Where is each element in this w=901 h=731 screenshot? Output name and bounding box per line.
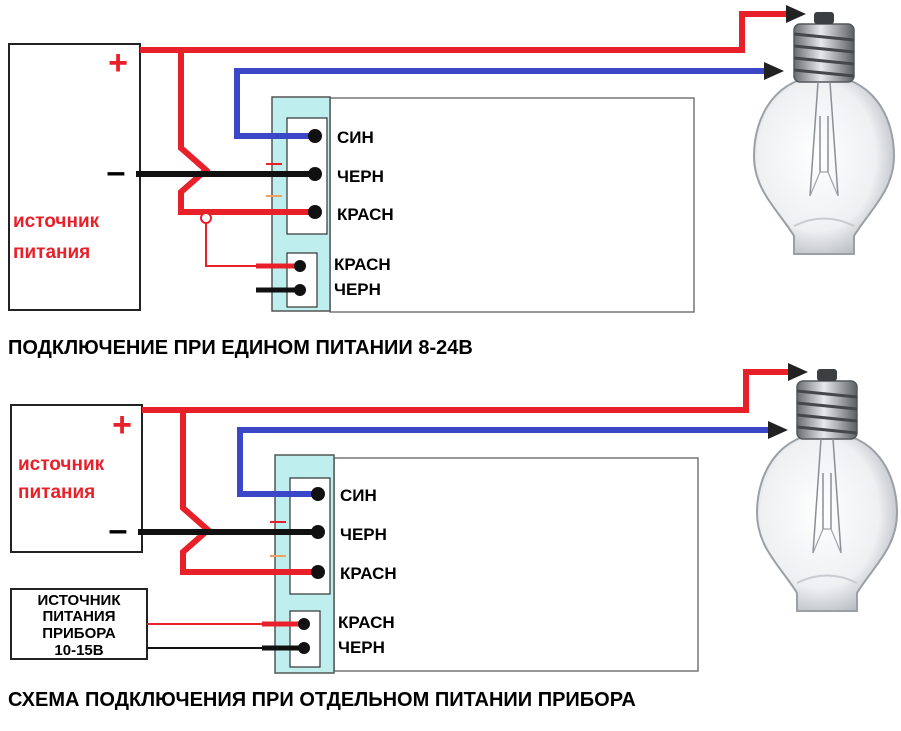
source-label-line2: питания (13, 242, 90, 263)
power-label-chern: ЧЕРН (334, 280, 381, 299)
power-label-chern: ЧЕРН (338, 638, 385, 657)
power-source-box (8, 43, 141, 311)
caption-top: ПОДКЛЮЧЕНИЕ ПРИ ЕДИНОМ ПИТАНИИ 8-24В (8, 337, 473, 359)
terminal-label-sin: СИН (337, 128, 374, 147)
arrow-head (768, 421, 788, 439)
device-box (329, 97, 695, 313)
device-source-line1: ИСТОЧНИК (37, 592, 121, 609)
source-label-line2: питания (18, 482, 95, 503)
power-source-box (10, 404, 143, 553)
red-wire-to-krasn (178, 50, 315, 215)
minus-sign: – (109, 511, 128, 549)
red-wire-plus-to-lamp (140, 11, 790, 53)
device-source-line4: 10-15В (54, 642, 103, 659)
blue-wire (237, 427, 772, 497)
device-box (333, 457, 699, 672)
red-wire-plus-to-lamp (142, 369, 792, 413)
terminal-label-krasn: КРАСН (340, 564, 397, 583)
terminal-label-sin: СИН (340, 486, 377, 505)
top-diagram: + – источник питания СИН Ч (8, 5, 896, 359)
blue-wire (234, 68, 768, 139)
power-label-krasn: КРАСН (338, 613, 395, 632)
lamp-icon (755, 367, 899, 613)
plus-sign: + (108, 44, 128, 82)
minus-sign: – (107, 153, 126, 191)
red-wire-to-krasn (180, 410, 318, 575)
plus-sign: + (112, 406, 132, 444)
arrow-head (764, 62, 784, 80)
device-source-line2: ПИТАНИЯ (42, 608, 115, 625)
source-label-line1: источник (18, 454, 105, 475)
power-connector (286, 252, 318, 308)
lamp-icon (752, 10, 896, 256)
bottom-diagram: + – источник питания ИСТОЧНИК ПИТАНИЯ ПР… (8, 363, 899, 711)
arrow-head (788, 363, 808, 381)
device-source-line3: ПРИБОРА (42, 625, 116, 642)
caption-bottom: СХЕМА ПОДКЛЮЧЕНИЯ ПРИ ОТДЕЛЬНОМ ПИТАНИИ … (8, 689, 636, 711)
terminal-label-chern: ЧЕРН (340, 525, 387, 544)
terminal-label-chern: ЧЕРН (337, 167, 384, 186)
arrow-head (786, 5, 806, 23)
power-label-krasn: КРАСН (334, 255, 391, 274)
terminal-label-krasn: КРАСН (337, 205, 394, 224)
source-label-line1: источник (13, 211, 100, 232)
device-power-source-box (10, 588, 148, 660)
